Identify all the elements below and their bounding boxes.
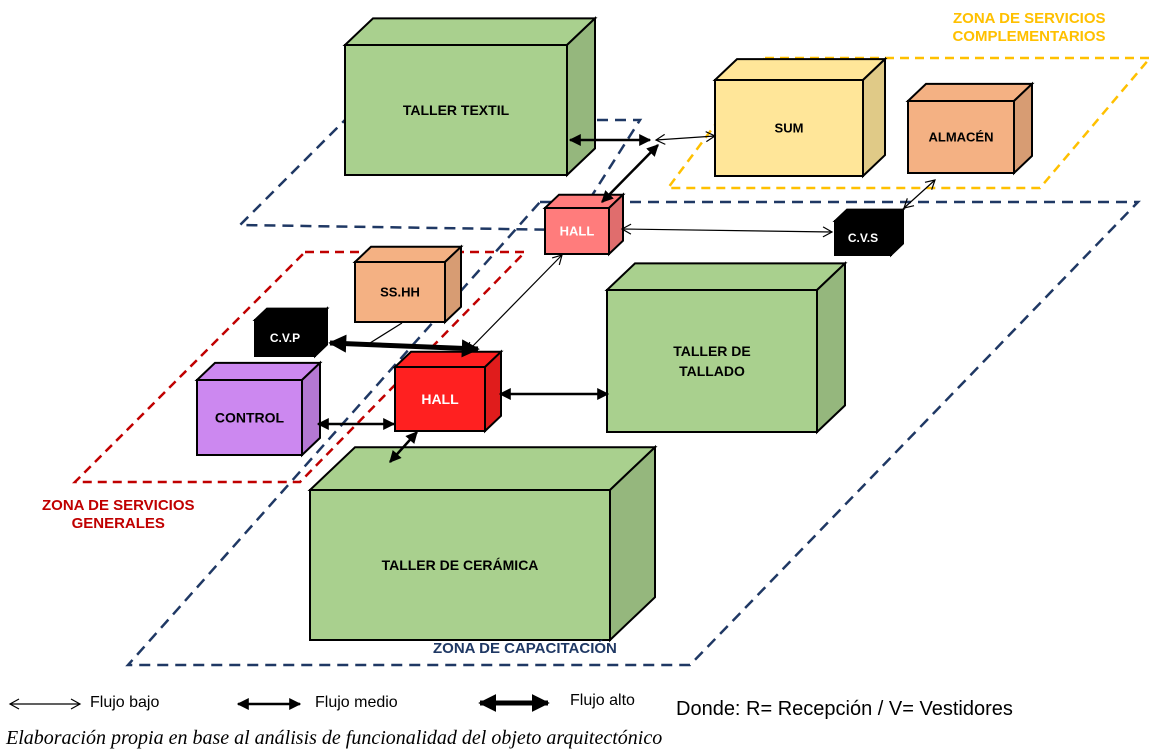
box-almacen-top-face [905, 82, 1035, 102]
box-hall-main: HALL [392, 349, 504, 434]
box-taller-tallado: TALLER DE TALLADO [604, 261, 848, 435]
box-taller-ceramica-label-1: TALLER DE CERÁMICA [382, 557, 539, 573]
box-control-front-face [196, 379, 303, 456]
zone-label-complementarios-line1: ZONA DE SERVICIOS [953, 10, 1106, 27]
box-taller-tallado-front-face [606, 289, 818, 433]
zone-label-generales-line1: ZONA DE SERVICIOS [42, 497, 195, 514]
box-sum: SUM [712, 56, 888, 179]
zone-label-complementarios-line2: COMPLEMENTARIOS [952, 28, 1106, 45]
box-hall-main-top-face [392, 350, 504, 368]
box-cvs-label-1: C.V.S [848, 231, 878, 245]
box-hall-top-label-1: HALL [560, 224, 595, 239]
box-sum-front-face [714, 79, 864, 177]
box-taller-ceramica: TALLER DE CERÁMICA [307, 444, 658, 643]
flow-cvp-hall [328, 334, 480, 358]
zone-label-complementarios: ZONA DE SERVICIOS COMPLEMENTARIOS [952, 10, 1106, 46]
box-control-top-face [194, 361, 323, 381]
flow-sshh-hall [369, 322, 403, 344]
box-sshh: SS.HH [352, 244, 464, 325]
zone-label-capacitacion: ZONA DE CAPACITACIÓN [433, 640, 617, 657]
flow-hall-hall [466, 254, 563, 353]
legend-medium-label: Flujo medio [315, 694, 398, 711]
box-control-side-face [301, 360, 321, 458]
box-sshh-front-face [354, 261, 446, 323]
box-taller-tallado-side-face [816, 261, 846, 435]
box-sum-top-face [712, 58, 888, 81]
box-sshh-top-face [352, 245, 464, 263]
flow-junction-sum [654, 131, 717, 145]
box-almacen-front-face [907, 100, 1015, 174]
figure-caption: Elaboración propia en base al análisis d… [6, 727, 663, 749]
box-hall-top-front-face [544, 207, 610, 255]
zone-generales-outline [71, 250, 528, 484]
legend-low-label: Flujo bajo [90, 694, 160, 711]
box-taller-tallado-label-2: TALLADO [679, 363, 745, 379]
box-taller-textil-top-face [342, 17, 598, 46]
box-almacen-label-1: ALMACÉN [929, 130, 994, 145]
box-taller-textil: TALLER TEXTIL [342, 16, 598, 178]
legend-note: Donde: R= Recepción / V= Vestidores [676, 698, 1013, 720]
flow-cvs-almacen [903, 179, 936, 209]
box-cvp: C.V.P [252, 306, 330, 359]
box-sshh-label-1: SS.HH [380, 285, 420, 300]
flow-hall-top-cvs [620, 223, 834, 238]
box-control-label-1: CONTROL [215, 409, 285, 425]
box-hall-main-front-face [394, 366, 486, 432]
box-hall-main-label-1: HALL [421, 391, 459, 407]
box-taller-tallado-top-face [604, 262, 848, 291]
box-hall-main-side-face [484, 349, 502, 434]
zone-capacitacion-outline [125, 200, 1141, 667]
box-cvp-label-1: C.V.P [270, 331, 300, 345]
flow-hall-top-junction [601, 144, 659, 203]
box-taller-textil-front-face [344, 44, 568, 176]
flow-arrows [316, 131, 936, 463]
zone-label-generales-line2: GENERALES [71, 515, 165, 532]
flow-hall-ceramica [389, 431, 418, 463]
box-control: CONTROL [194, 360, 323, 458]
box-taller-textil-label-1: TALLER TEXTIL [403, 102, 510, 118]
box-cvs-front-face [834, 220, 892, 256]
box-taller-tallado-label-1: TALLER DE [673, 343, 751, 359]
box-taller-textil-side-face [566, 16, 596, 178]
box-taller-ceramica-top-face [307, 446, 658, 491]
box-hall-top: HALL [542, 192, 626, 257]
box-taller-ceramica-front-face [309, 489, 611, 641]
box-cvs: C.V.S [832, 207, 906, 258]
box-cvp-front-face [254, 319, 316, 357]
box-almacen: ALMACÉN [905, 81, 1035, 176]
box-sum-side-face [862, 56, 886, 179]
zone-label-generales: ZONA DE SERVICIOS GENERALES [42, 497, 195, 533]
box-sum-label-1: SUM [775, 121, 804, 136]
legend-high-label: Flujo alto [570, 692, 635, 709]
box-almacen-side-face [1013, 81, 1033, 176]
